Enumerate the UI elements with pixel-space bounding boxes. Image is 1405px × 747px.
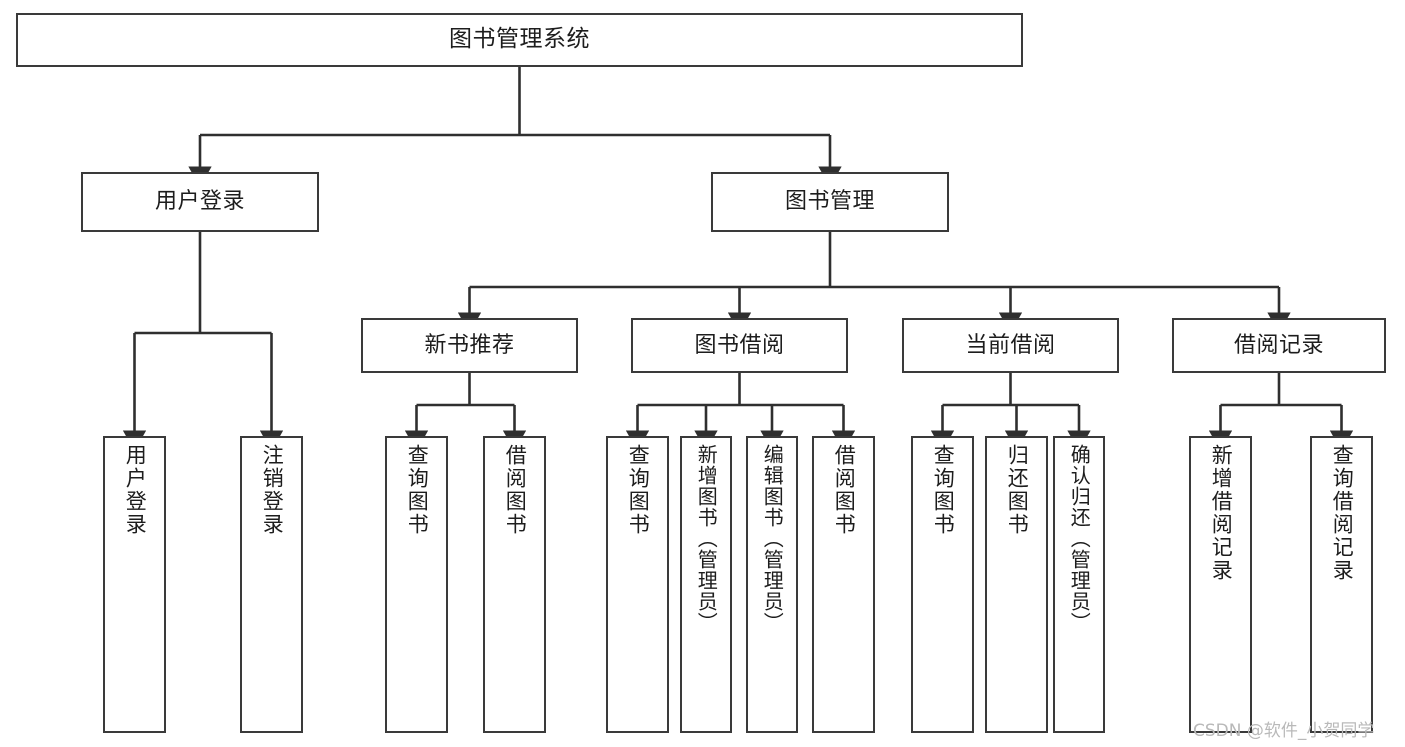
node-label: 确认归还（管理员） — [1067, 444, 1092, 633]
node-book-manage[interactable]: 图书管理 — [711, 172, 949, 232]
node-leaf-edit-book[interactable]: 编辑图书（管理员） — [746, 436, 798, 733]
node-label: 借阅图书 — [832, 444, 857, 536]
node-leaf-logout[interactable]: 注销登录 — [240, 436, 303, 733]
node-leaf-query-book-2[interactable]: 查询图书 — [606, 436, 669, 733]
node-current-borrow[interactable]: 当前借阅 — [902, 318, 1119, 373]
node-leaf-add-book[interactable]: 新增图书（管理员） — [680, 436, 732, 733]
node-leaf-query-record[interactable]: 查询借阅记录 — [1310, 436, 1373, 733]
node-label: 归还图书 — [1005, 444, 1030, 536]
node-leaf-user-login[interactable]: 用户登录 — [103, 436, 166, 733]
node-label: 借阅图书 — [503, 444, 528, 536]
node-leaf-borrow-book-2[interactable]: 借阅图书 — [812, 436, 875, 733]
node-label: 查询借阅记录 — [1330, 444, 1355, 582]
node-leaf-query-book-1[interactable]: 查询图书 — [385, 436, 448, 733]
csdn-watermark: CSDN @软件_小贺同学 — [1193, 721, 1375, 741]
node-label: 用户登录 — [123, 444, 148, 536]
node-root[interactable]: 图书管理系统 — [16, 13, 1023, 67]
node-label: 新书推荐 — [424, 332, 515, 358]
node-label: 借阅记录 — [1233, 332, 1324, 358]
node-label: 查询图书 — [931, 444, 956, 536]
node-label: 编辑图书（管理员） — [760, 444, 785, 633]
node-new-book-recommend[interactable]: 新书推荐 — [361, 318, 578, 373]
node-leaf-query-book-3[interactable]: 查询图书 — [911, 436, 974, 733]
node-label: 新增图书（管理员） — [694, 444, 719, 633]
node-label: 图书管理系统 — [449, 26, 590, 53]
node-label: 新增借阅记录 — [1209, 444, 1234, 582]
node-label: 图书借阅 — [694, 332, 785, 358]
node-user-login[interactable]: 用户登录 — [81, 172, 319, 232]
node-leaf-return-book[interactable]: 归还图书 — [985, 436, 1048, 733]
node-book-borrow[interactable]: 图书借阅 — [631, 318, 848, 373]
node-label: 查询图书 — [405, 444, 430, 536]
node-label: 注销登录 — [260, 444, 285, 536]
node-label: 查询图书 — [626, 444, 651, 536]
node-label: 用户登录 — [154, 189, 245, 215]
node-leaf-confirm-return[interactable]: 确认归还（管理员） — [1053, 436, 1105, 733]
node-leaf-borrow-book-1[interactable]: 借阅图书 — [483, 436, 546, 733]
node-label: 当前借阅 — [965, 332, 1056, 358]
node-label: 图书管理 — [784, 189, 875, 215]
node-leaf-add-record[interactable]: 新增借阅记录 — [1189, 436, 1252, 733]
node-borrow-record[interactable]: 借阅记录 — [1172, 318, 1386, 373]
